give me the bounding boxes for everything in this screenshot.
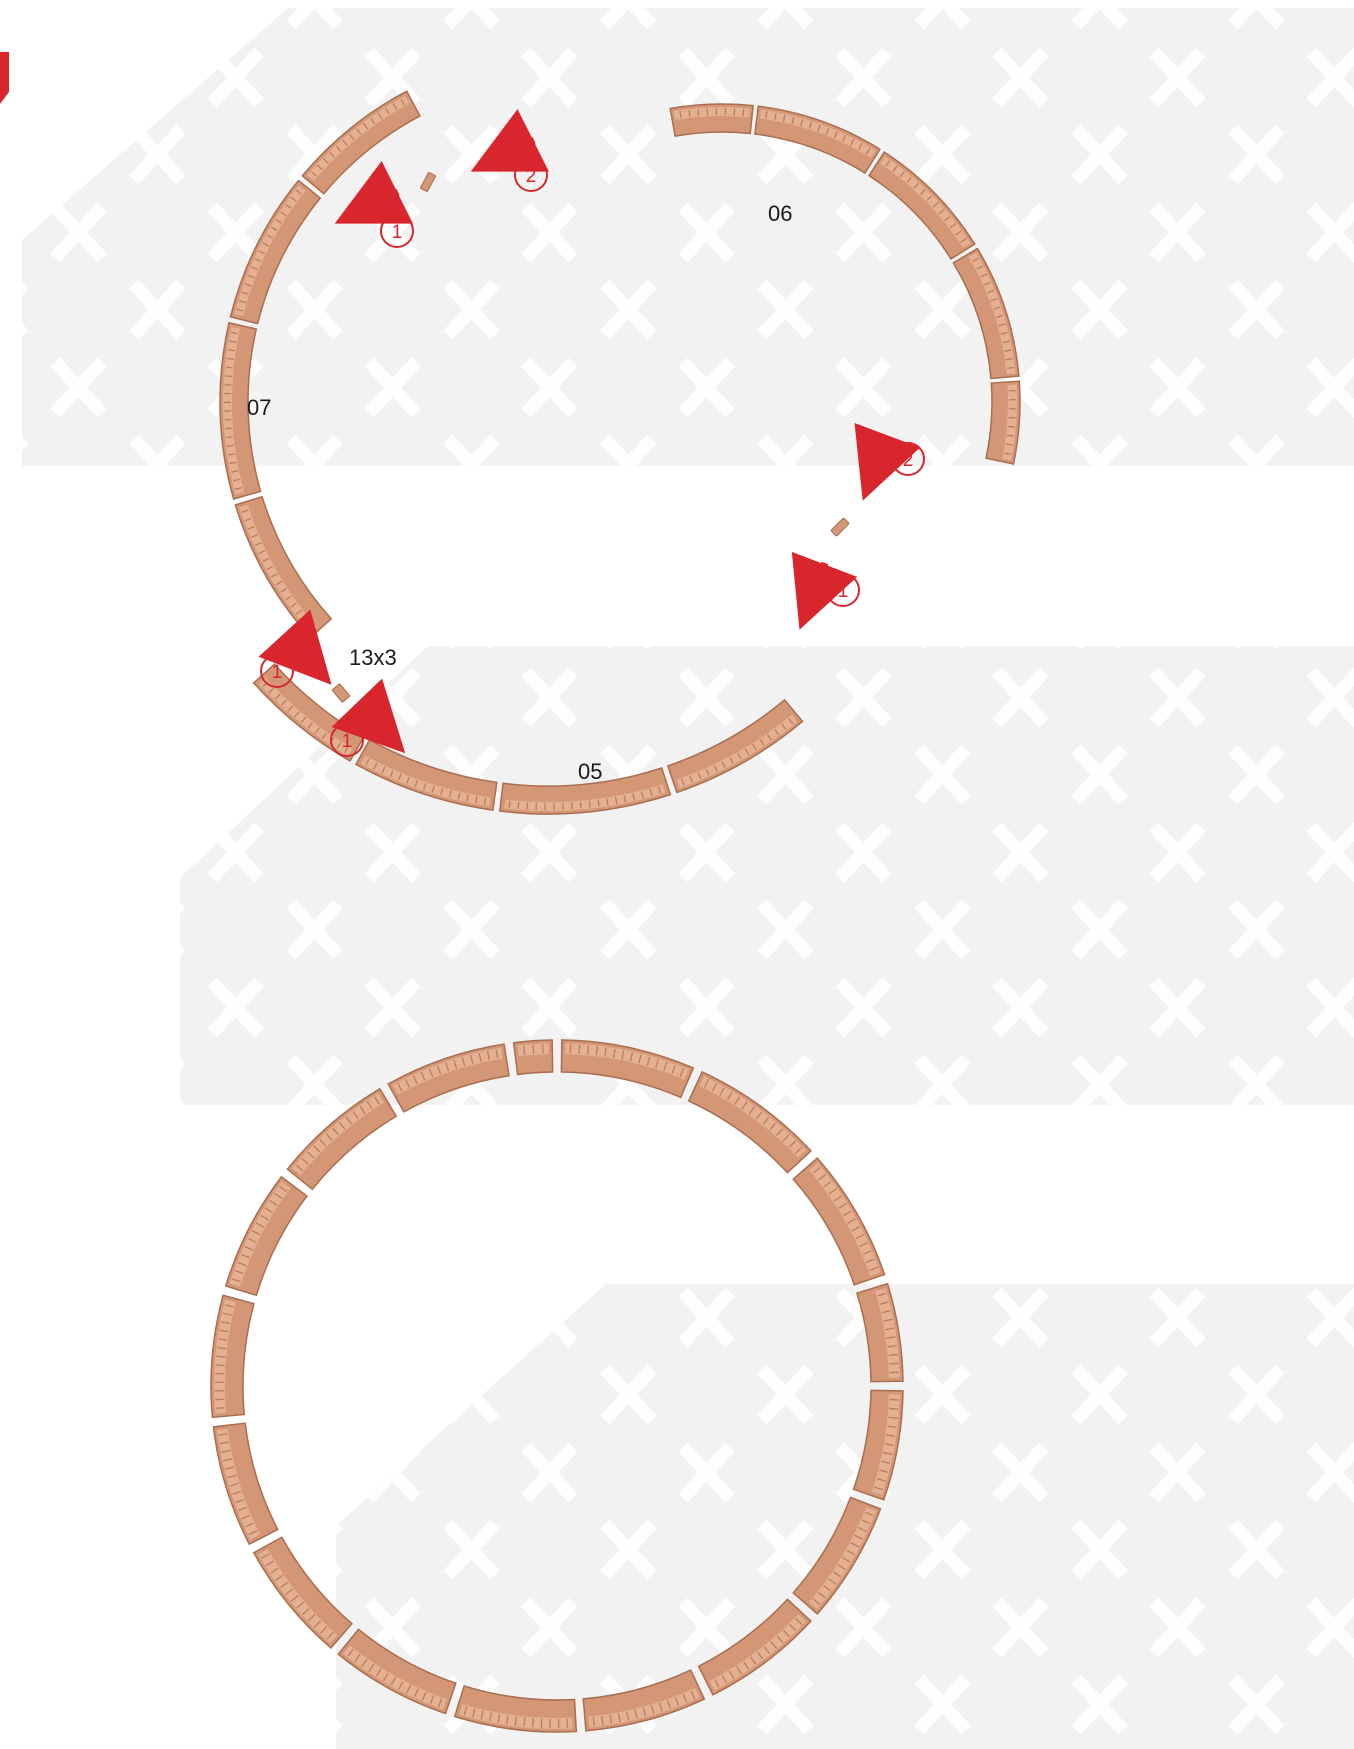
ring-segment-06 xyxy=(670,104,753,136)
ring-segment-07 xyxy=(235,497,331,638)
part-label-07: 07 xyxy=(247,395,271,420)
page-corner-tab xyxy=(0,52,9,104)
step-number: 1 xyxy=(838,581,849,602)
step-number: 1 xyxy=(272,662,283,683)
step-number: 2 xyxy=(526,166,537,187)
ring-segment-assembled xyxy=(213,1423,277,1544)
step-number: 1 xyxy=(392,222,403,243)
step-badge-1-c: 1 xyxy=(261,655,293,687)
part-label-05: 05 xyxy=(578,759,602,784)
connector-piece xyxy=(831,518,849,536)
background-panels xyxy=(22,8,1354,1749)
connector-piece xyxy=(332,684,350,703)
arrow-step-1-c xyxy=(287,636,308,659)
ring-segment-assembled xyxy=(514,1040,553,1074)
step-number: 2 xyxy=(903,450,914,471)
ring-segment-assembled xyxy=(226,1177,307,1295)
step-badge-1-b: 1 xyxy=(827,574,859,606)
ring-segment-assembled xyxy=(793,1158,884,1285)
part-label-06: 06 xyxy=(768,201,792,226)
ring-segment-06 xyxy=(986,381,1020,464)
step-number: 1 xyxy=(342,731,353,752)
ring-segment-assembled xyxy=(211,1295,254,1417)
arrow-step-1-b xyxy=(812,563,825,597)
connector-quantity-label: 13x3 xyxy=(349,645,397,670)
